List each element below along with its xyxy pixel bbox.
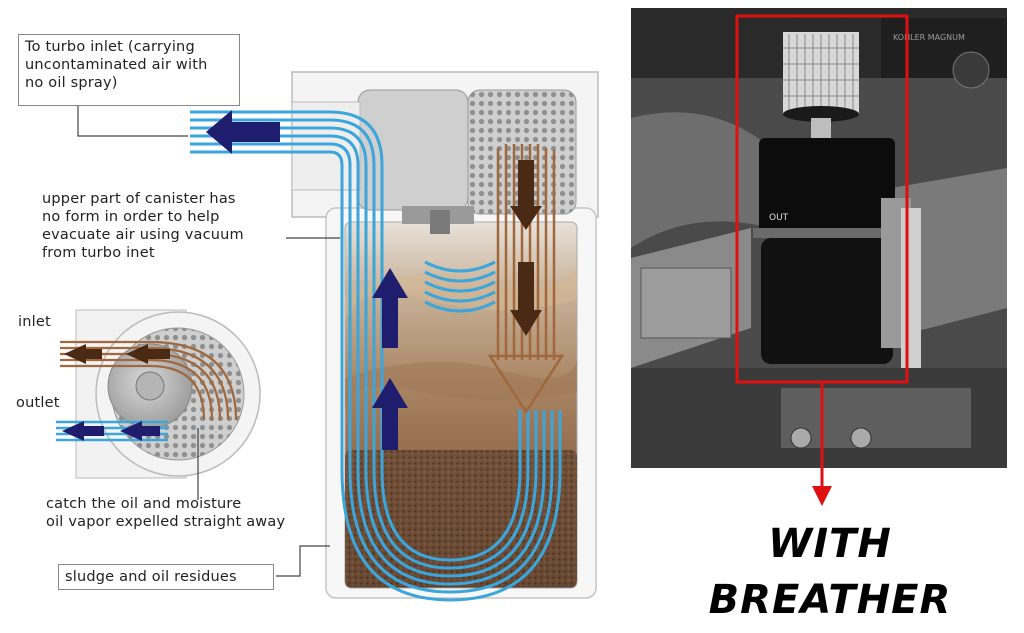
- clean-air-arrows: [206, 110, 408, 450]
- caption-line-2: BREATHER: [708, 577, 952, 623]
- turbo-inlet-callout: To turbo inlet (carrying uncontaminated …: [18, 34, 240, 106]
- sludge-label: sludge and oil residues: [65, 569, 237, 585]
- pointer-arrow: [812, 382, 832, 506]
- inlet-arrow-2: [126, 344, 170, 364]
- turbo-inlet-label: To turbo inlet (carrying uncontaminated …: [25, 39, 208, 91]
- sludge-callout: sludge and oil residues: [58, 564, 274, 590]
- out-marking: OUT: [769, 213, 789, 223]
- upward-arrow-upper: [372, 268, 408, 348]
- top-view-inset: [56, 309, 261, 479]
- caption-line-1: WITH: [768, 521, 892, 567]
- outlet-arrow-2: [120, 421, 160, 441]
- upper-part-label: upper part of canister has no form in or…: [42, 191, 244, 261]
- outlet-label: outlet: [16, 395, 60, 411]
- outlet-arrow-1: [62, 421, 104, 441]
- leader-lines: [77, 104, 340, 577]
- turbo-outlet-arrow: [206, 110, 280, 154]
- engine-bay-illustration: OUT KOHLER MAGNUM: [631, 8, 1007, 468]
- canister-head: [357, 89, 577, 234]
- catch-can-cutaway-diagram: [56, 71, 599, 602]
- inlet-arrow-1: [64, 344, 102, 364]
- oily-air-arrows: [510, 160, 542, 336]
- upward-arrow-lower: [372, 378, 408, 450]
- inlet-label: inlet: [18, 314, 51, 330]
- clean-air-flow-lines: [190, 110, 562, 602]
- breather-filter-icon: [783, 20, 859, 140]
- engine-photo: OUT KOHLER MAGNUM: [631, 8, 1007, 468]
- brand-marking: KOHLER MAGNUM: [893, 33, 965, 42]
- catch-oil-label: catch the oil and moisture oil vapor exp…: [46, 496, 286, 530]
